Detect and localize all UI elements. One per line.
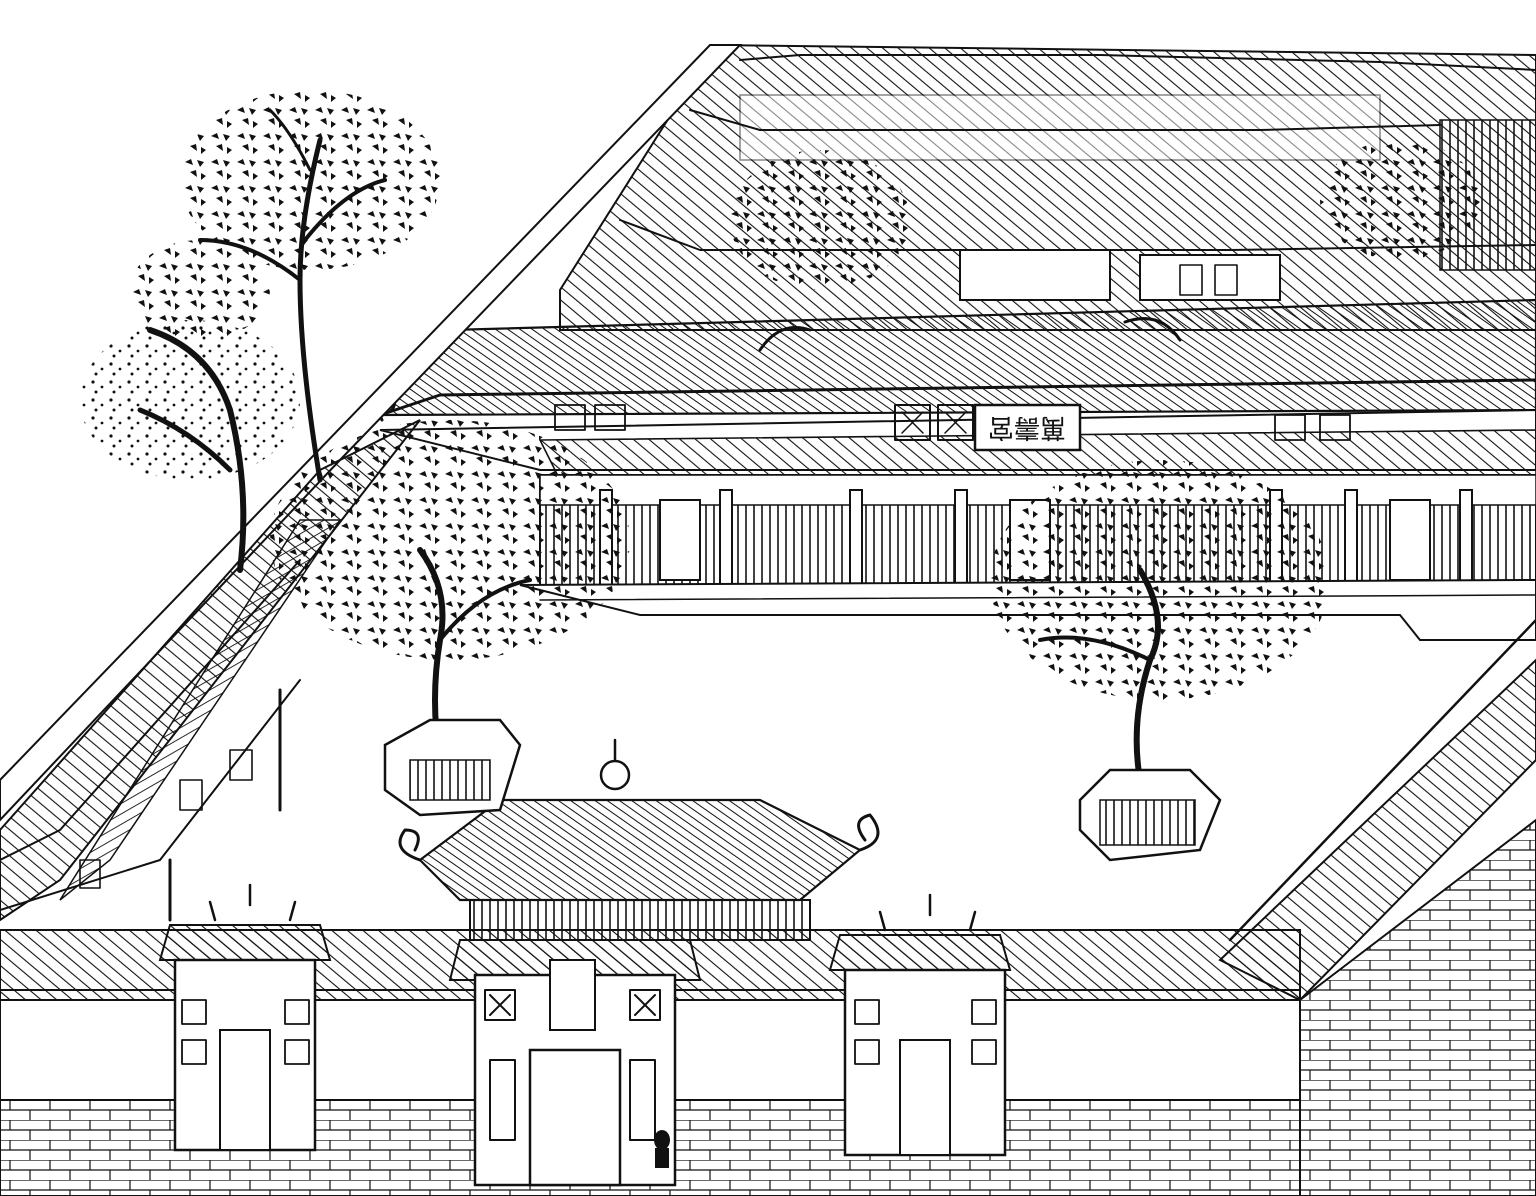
courtyard-tree-left [270, 420, 630, 817]
left-tall-trees [80, 90, 440, 573]
left-side-gate [158, 883, 332, 1152]
hall-plaque: 萬壽宮 [554, 403, 1351, 452]
right-side-gate [828, 893, 1012, 1157]
main-gate [448, 939, 702, 1187]
rear-halls [559, 43, 1536, 331]
hall-plaque-text: 萬壽宮 [988, 412, 1066, 442]
small-figure [654, 1130, 670, 1168]
courtyard-tree-right [990, 460, 1330, 862]
